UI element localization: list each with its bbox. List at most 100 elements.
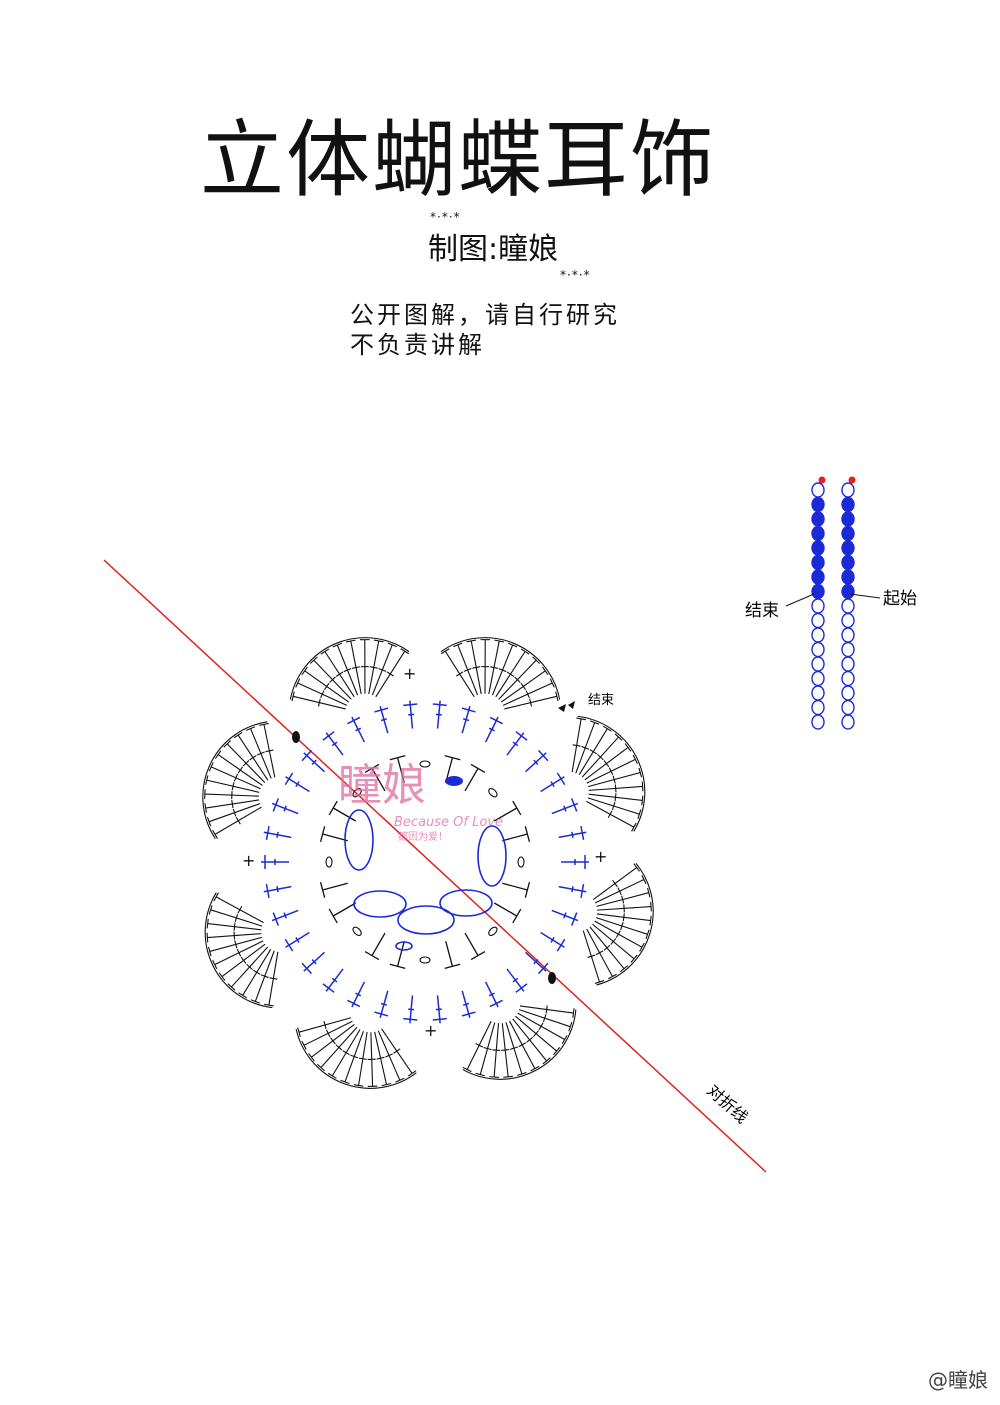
strip-chain-oval bbox=[811, 699, 825, 716]
strip-chain-oval bbox=[811, 598, 825, 614]
decor-stars-top: *·*·* bbox=[430, 210, 461, 224]
start-pointer-line bbox=[849, 593, 881, 599]
strip-chain-oval bbox=[841, 511, 855, 527]
slip-stitch-markers: + + + + bbox=[242, 664, 607, 1040]
chain-oval bbox=[517, 856, 525, 868]
blue-stitch bbox=[403, 700, 418, 729]
single-stitch bbox=[493, 800, 522, 822]
blue-stitch bbox=[284, 772, 310, 793]
single-stitch bbox=[444, 941, 461, 970]
blue-stitch bbox=[263, 884, 292, 899]
blue-stitch bbox=[506, 968, 528, 993]
strip-chain-oval bbox=[841, 569, 855, 585]
weibo-watermark: @瞳娘 bbox=[928, 1368, 988, 1392]
single-stitch bbox=[493, 902, 522, 924]
strip-chain-oval bbox=[841, 685, 855, 701]
strip-chain-oval bbox=[841, 496, 855, 513]
single-stitch bbox=[502, 826, 531, 842]
blue-stitch bbox=[484, 716, 503, 743]
strip-chain-oval bbox=[841, 714, 855, 730]
strip-chain-oval bbox=[811, 496, 825, 513]
strip-chain-oval bbox=[811, 656, 825, 672]
chain-oval bbox=[352, 926, 362, 936]
chain-oval bbox=[352, 788, 362, 798]
blue-stitch bbox=[301, 951, 326, 975]
blue-stitch bbox=[432, 700, 447, 729]
strip-chain-oval bbox=[841, 627, 855, 643]
single-stitch bbox=[364, 763, 386, 792]
blue-stitch-ring bbox=[261, 700, 589, 1024]
svg-text:+: + bbox=[424, 1021, 437, 1040]
blue-stitch bbox=[322, 731, 344, 756]
strip-chain-oval bbox=[841, 554, 855, 571]
strip-chain-oval bbox=[811, 583, 825, 600]
strip-chain-oval bbox=[841, 612, 855, 629]
blue-stitch bbox=[540, 772, 566, 793]
svg-text:Because Of Love: Because Of Love bbox=[394, 815, 503, 830]
fold-mark-right bbox=[548, 972, 556, 984]
chain-oval bbox=[488, 926, 498, 936]
inner-black-ring bbox=[319, 754, 531, 970]
chain-oval bbox=[488, 788, 498, 798]
blue-stitch bbox=[374, 990, 389, 1019]
fold-line bbox=[103, 559, 767, 1173]
blue-stitch bbox=[506, 731, 528, 756]
strip-chain-oval bbox=[811, 627, 825, 643]
strip-chain-oval bbox=[841, 656, 855, 672]
blue-stitch bbox=[271, 909, 299, 926]
outer-petals bbox=[202, 637, 654, 1089]
blue-stitch bbox=[403, 995, 418, 1024]
blue-stitch bbox=[347, 981, 366, 1008]
decor-stars-bottom: *·*·* bbox=[560, 268, 591, 282]
petal bbox=[202, 721, 276, 839]
petal bbox=[582, 862, 654, 986]
single-stitch bbox=[464, 932, 486, 961]
single-stitch bbox=[389, 941, 406, 970]
strip-top-dot bbox=[848, 476, 856, 484]
blue-stitch bbox=[263, 825, 292, 840]
petal bbox=[289, 637, 410, 710]
strip-chain-oval bbox=[811, 641, 825, 658]
strip-end-label: 结束 bbox=[745, 601, 779, 621]
strip-chain-oval bbox=[811, 540, 825, 556]
strip-chain-oval bbox=[841, 670, 855, 687]
blue-stitch bbox=[558, 884, 587, 899]
chain-oval bbox=[419, 956, 431, 964]
strip-start-label: 起始 bbox=[883, 589, 917, 609]
blue-stitch bbox=[432, 995, 447, 1024]
strip-chain-oval bbox=[841, 583, 855, 600]
strip-chain-oval bbox=[841, 641, 855, 658]
blue-stitch bbox=[524, 749, 549, 773]
strip-chain-oval bbox=[811, 612, 825, 629]
svg-text:+: + bbox=[403, 664, 416, 683]
motif-end-label: 结束 bbox=[588, 693, 614, 708]
blue-stitch bbox=[551, 798, 579, 815]
petal bbox=[571, 715, 646, 832]
note-line-2: 不负责讲解 bbox=[350, 331, 485, 359]
fold-mark-left bbox=[292, 731, 300, 743]
blue-stitch bbox=[271, 798, 299, 815]
chain-oval bbox=[325, 856, 333, 868]
blue-stitch bbox=[561, 855, 589, 869]
strip-chain-oval bbox=[841, 482, 855, 498]
single-stitch bbox=[328, 800, 357, 822]
end-pointer-line bbox=[785, 593, 815, 607]
strip-chain-oval bbox=[811, 511, 825, 527]
chain-oval bbox=[419, 760, 431, 768]
strip-chain-oval bbox=[811, 525, 825, 542]
single-stitch bbox=[389, 754, 406, 783]
strip-chain-oval bbox=[811, 554, 825, 571]
blue-stitch bbox=[347, 716, 366, 743]
strip-chain-oval bbox=[841, 540, 855, 556]
single-stitch bbox=[502, 882, 531, 898]
svg-text:+: + bbox=[242, 851, 255, 870]
strip-chain-oval bbox=[811, 482, 825, 498]
credit-line: 制图:瞳娘 bbox=[428, 232, 559, 267]
disclaimer-note: 公开图解，请自行研究 不负责讲解 bbox=[350, 300, 620, 360]
blue-stitch bbox=[461, 990, 476, 1019]
strip-chain-oval bbox=[841, 699, 855, 716]
blue-stitch bbox=[374, 705, 389, 734]
start-point-mark bbox=[445, 776, 463, 786]
page-title: 立体蝴蝶耳饰 bbox=[200, 111, 717, 209]
svg-text:都因为爱！: 都因为爱！ bbox=[398, 830, 448, 843]
